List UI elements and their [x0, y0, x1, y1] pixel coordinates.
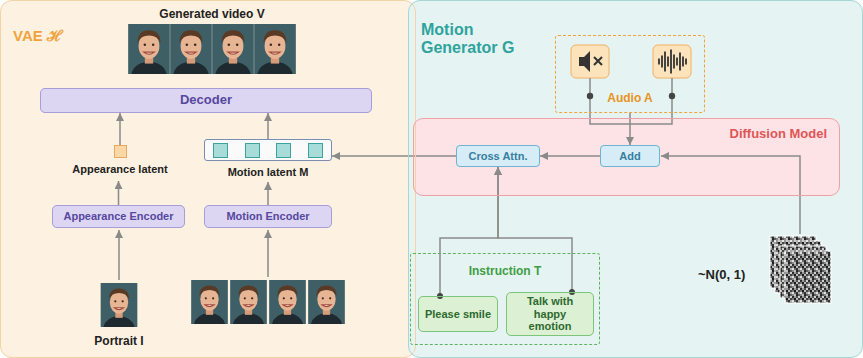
noise-frame [785, 251, 831, 303]
node-fill [408, 0, 863, 358]
latent-token [213, 143, 228, 158]
node-fill [413, 118, 840, 196]
icon-frame [653, 45, 691, 78]
node-text: VAE ℋ [13, 27, 63, 44]
mute-cross [594, 57, 602, 65]
input-arrow [267, 230, 269, 277]
video-frame [191, 280, 228, 324]
audio-box: Audio A [555, 35, 705, 113]
node-text: Motion Generator G [421, 21, 533, 58]
noise-frames [770, 236, 831, 303]
instruction-option: Please smile [418, 296, 498, 332]
node-fill [40, 88, 372, 113]
decoder-box: Decoder [40, 88, 372, 113]
waveform-bars [659, 50, 686, 74]
node-fill [418, 296, 498, 332]
latent-sequence [204, 139, 332, 161]
node-fill [506, 292, 594, 336]
node-text: Motion Encoder [226, 210, 309, 223]
node-text: Add [619, 150, 640, 163]
diagram-label: Generated video V [159, 7, 264, 21]
node-text: Cross Attn. [469, 150, 528, 163]
latent-node: Appearance latent [60, 145, 180, 181]
latent-node: Motion latent M [204, 139, 332, 182]
icon-frame [571, 45, 609, 78]
video-frame [170, 24, 212, 74]
video-frame [212, 24, 254, 74]
node-text: Instruction T [469, 265, 542, 279]
connector-arrow [267, 113, 269, 139]
node-text: Decoder [180, 93, 232, 108]
node-fill [52, 205, 185, 228]
latent-token [276, 143, 291, 158]
instruction-option: Talk with happy emotion [506, 292, 594, 336]
driving-video-frames [191, 280, 345, 324]
diagram-label: Portrait I [94, 334, 143, 348]
node-text: Please smile [425, 308, 491, 321]
diffusion-box: Diffusion ModelCross Attn. Add [413, 118, 840, 196]
stem-dot [587, 93, 593, 99]
node-fill [204, 205, 332, 228]
encoder-box: Motion Encoder [204, 205, 332, 228]
speaker-symbol [579, 51, 590, 72]
video-frame [128, 24, 170, 74]
label-holder: Portrait I [94, 331, 143, 349]
add-box: Add [600, 145, 660, 167]
node-fill [600, 145, 660, 167]
connector-arrow [119, 113, 121, 145]
encoder-box: Appearance Encoder [52, 205, 185, 228]
video-frame [269, 280, 306, 324]
node-text: Motion latent M [228, 166, 309, 179]
connector-arrow [332, 155, 456, 157]
diagram-label: ~N(0, 1) [698, 267, 745, 282]
node-text: Talk with happy emotion [512, 295, 588, 333]
noise-arrow [661, 156, 800, 234]
node-text: Diffusion Model [730, 127, 828, 142]
vae-panel: VAE ℋ DecoderAppearance latent Motion late… [0, 0, 416, 358]
latent-token [245, 143, 260, 158]
connector-arrow [540, 155, 600, 157]
connector-arrow [118, 181, 120, 205]
video-frame [230, 280, 267, 324]
stem-dot [669, 93, 675, 99]
node-fill [456, 145, 540, 167]
label-holder: ~N(0, 1) [698, 265, 745, 283]
waveform-icon [653, 45, 691, 78]
mute-icon [571, 45, 609, 78]
connector-arrow [267, 182, 269, 205]
label-holder: Generated video V [159, 4, 264, 22]
node-text: Appearance Encoder [63, 210, 173, 223]
generated-video-frames [128, 24, 296, 74]
latent-square [114, 145, 127, 158]
portrait-image [101, 283, 138, 327]
input-arrow [118, 230, 120, 280]
video-frame [308, 280, 345, 324]
node-text: Appearance latent [72, 163, 167, 176]
cross-attention-box: Cross Attn. [456, 145, 540, 167]
instruction-box: Instruction T Please smile Talk with happy… [410, 253, 600, 345]
node-text: Audio A [607, 92, 653, 106]
generator-panel: Motion Generator G Audio A Diffusion Model… [408, 0, 863, 358]
video-frame [254, 24, 296, 74]
latent-token [308, 143, 323, 158]
node-fill [0, 0, 416, 358]
